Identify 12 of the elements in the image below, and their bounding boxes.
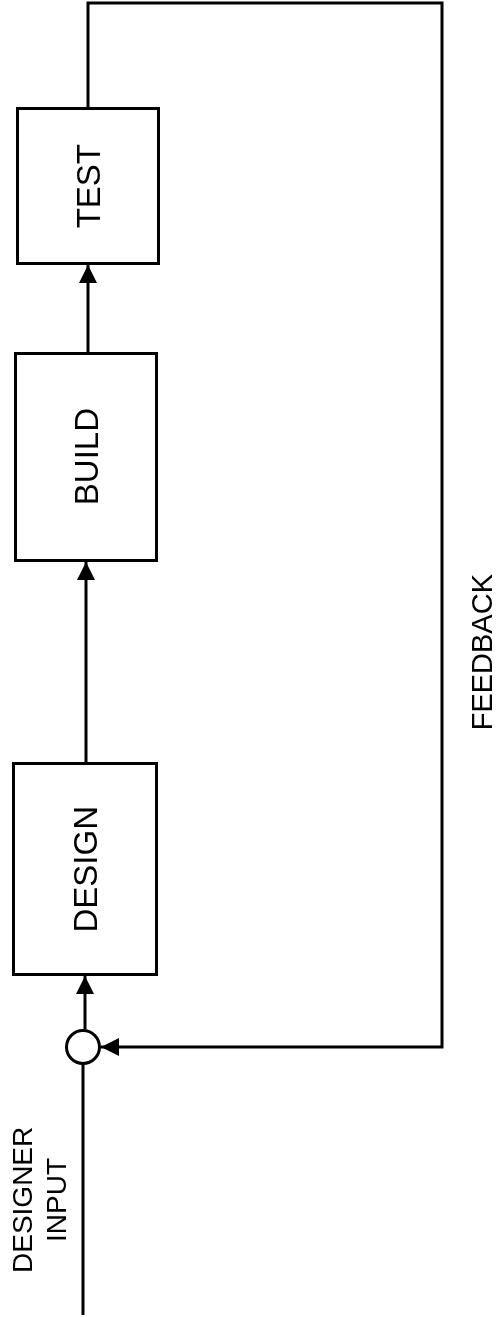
box-label: BUILD [69,408,103,506]
box-label: TEST [71,143,105,229]
process-box [14,352,158,562]
process-box [12,762,158,976]
edge-label: DESIGNER INPUT [6,1125,73,1276]
arrow [86,1,444,1056]
arrow [77,562,95,762]
box-label: DESIGN [68,805,102,933]
process-box [16,107,160,265]
arrow [76,976,94,1029]
edge-label: FEEDBACK [466,574,498,731]
arrow [79,265,97,352]
